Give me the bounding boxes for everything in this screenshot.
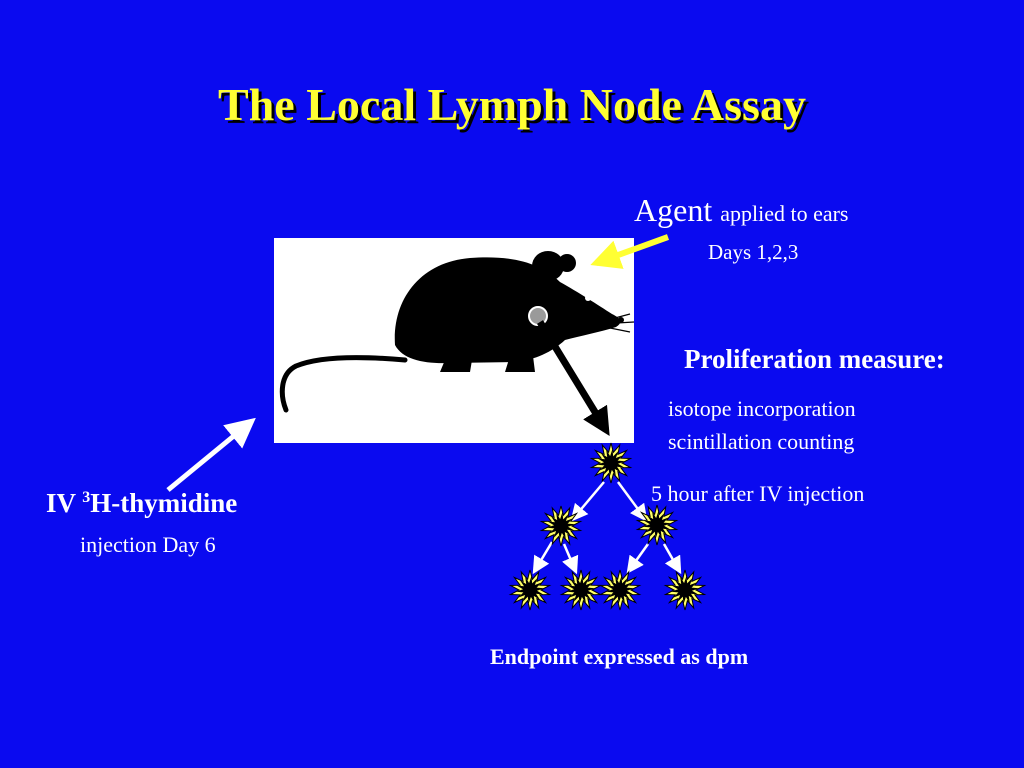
- agent-word: Agent: [634, 192, 713, 228]
- injection-suffix: H-thymidine: [90, 488, 238, 518]
- proliferation-line1: isotope incorporation: [668, 396, 856, 421]
- agent-label: Agent applied to ears: [634, 192, 849, 229]
- proliferation-tree: [532, 481, 682, 575]
- radioactive-burst-core: [547, 512, 575, 540]
- injection-label: IV 3H-thymidine: [46, 488, 237, 519]
- agent-arrow: [590, 234, 670, 269]
- endpoint-label: Endpoint expressed as dpm: [490, 644, 749, 669]
- lymph-node-dot-icon: [528, 306, 548, 326]
- agent-rest: applied to ears: [720, 201, 849, 226]
- injection-arrow: [166, 417, 256, 492]
- proliferation-timing: 5 hour after IV injection: [651, 481, 865, 506]
- injection-superscript: 3: [82, 489, 91, 506]
- radioactive-burst-core: [606, 576, 634, 604]
- radioactive-burst-core: [567, 576, 595, 604]
- radioactive-burst-core: [671, 576, 699, 604]
- agent-days: Days 1,2,3: [708, 240, 799, 264]
- proliferation-line2: scintillation counting: [668, 429, 855, 454]
- radioactive-burst-core: [597, 449, 625, 477]
- injection-day: injection Day 6: [80, 532, 216, 557]
- mouse-silhouette-icon: [279, 251, 635, 413]
- proliferation-heading: Proliferation measure:: [684, 344, 945, 374]
- burst-group: [508, 442, 707, 611]
- radioactive-burst-core: [516, 576, 544, 604]
- lymph-node-arrow: [537, 320, 610, 436]
- slide-title: The Local Lymph Node Assay: [218, 79, 806, 130]
- radioactive-burst-core: [643, 511, 671, 539]
- injection-prefix: IV: [46, 488, 83, 518]
